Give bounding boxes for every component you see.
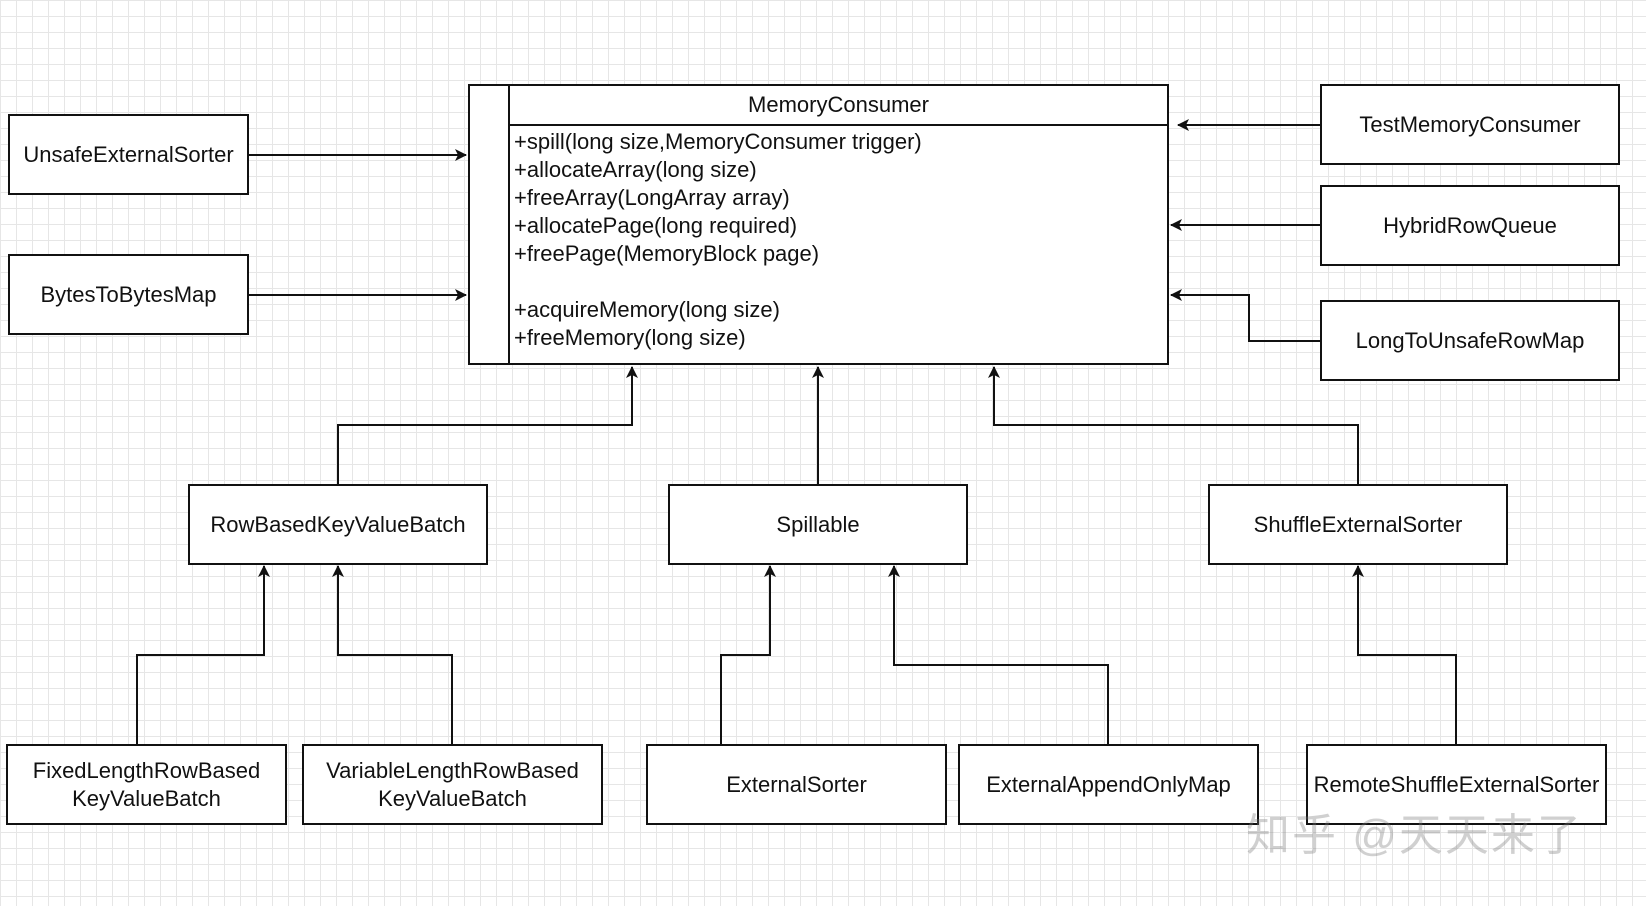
method: +acquireMemory(long size) [514,297,780,322]
class-remote-shuffle-external-sorter: RemoteShuffleExternalSorter [1306,744,1607,825]
class-label: HybridRowQueue [1383,212,1557,238]
class-external-sorter: ExternalSorter [646,744,947,825]
memory-consumer-class: MemoryConsumer +spill(long size,MemoryCo… [468,84,1169,365]
class-label: ShuffleExternalSorter [1253,511,1463,537]
class-bytes-to-bytes-map: BytesToBytesMap [8,254,249,335]
connector-long-to-unsafe-row-map [1170,289,1320,342]
class-long-to-unsafe-row-map: LongToUnsafeRowMap [1320,300,1620,381]
class-label: UnsafeExternalSorter [23,141,234,167]
class-label-line: KeyValueBatch [72,785,221,811]
class-label-line: FixedLengthRowBased [32,757,261,783]
class-external-append-only-map: ExternalAppendOnlyMap [958,744,1259,825]
connector-variable-length [332,565,453,744]
class-row-based-key-value-batch: RowBasedKeyValueBatch [188,484,488,565]
connector-remote-shuffle-external-sorter [1352,565,1457,744]
connector-external-append-only-map [888,565,1109,744]
class-title: MemoryConsumer [748,92,929,117]
class-test-memory-consumer: TestMemoryConsumer [1320,84,1620,165]
class-label: ExternalSorter [726,771,867,797]
class-shuffle-external-sorter: ShuffleExternalSorter [1208,484,1508,565]
class-label: ExternalAppendOnlyMap [986,771,1231,797]
class-spillable: Spillable [668,484,968,565]
connector-shuffle-external-sorter [988,366,1359,484]
class-variable-length-row-based-key-value-batch: VariableLengthRowBased KeyValueBatch [302,744,603,825]
method: +spill(long size,MemoryConsumer trigger) [514,129,922,154]
class-divider [508,124,1167,126]
class-label-line: KeyValueBatch [378,785,527,811]
class-label-line: VariableLengthRowBased [326,757,579,783]
class-label: TestMemoryConsumer [1359,111,1581,137]
connector-fixed-length [136,565,270,744]
watermark: 知乎 @天天来了 [1246,811,1583,860]
class-label: BytesToBytesMap [40,281,217,307]
class-label: RemoteShuffleExternalSorter [1313,771,1600,797]
method: +allocatePage(long required) [514,213,798,238]
class-fixed-length-row-based-key-value-batch: FixedLengthRowBased KeyValueBatch [6,744,287,825]
method: +freeArray(LongArray array) [514,185,790,210]
method-spacer [514,268,922,296]
method: +allocateArray(long size) [514,157,757,182]
class-label: LongToUnsafeRowMap [1355,327,1585,353]
connector-row-based-key-value-batch [337,366,638,484]
connector-external-sorter [720,565,776,744]
method-list: +spill(long size,MemoryConsumer trigger)… [514,128,922,352]
class-stripe [508,86,510,363]
class-label: RowBasedKeyValueBatch [210,511,466,537]
method: +freeMemory(long size) [514,325,746,350]
class-hybrid-row-queue: HybridRowQueue [1320,185,1620,266]
class-label: Spillable [776,511,860,537]
class-unsafe-external-sorter: UnsafeExternalSorter [8,114,249,195]
method: +freePage(MemoryBlock page) [514,241,820,266]
